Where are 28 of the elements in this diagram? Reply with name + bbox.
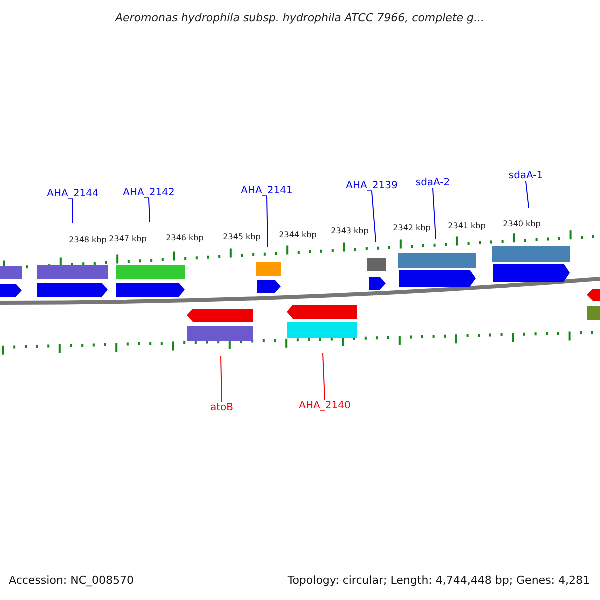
- scale-label: 2347 kbp: [109, 234, 147, 244]
- scale-label: 2346 kbp: [166, 234, 204, 242]
- leader-line: [322, 352, 326, 401]
- gene-label: AHA_2139: [346, 180, 398, 192]
- scale-label: 2348 kbp: [69, 236, 107, 244]
- footer-text: Accession: NC_008570: [9, 574, 134, 587]
- gene-label: sdaA-2: [416, 178, 450, 188]
- leader-line: [148, 198, 150, 222]
- scale-label: 2342 kbp: [393, 224, 431, 232]
- scale-label: 2343 kbp: [331, 226, 369, 236]
- gene-label: AHA_2140: [299, 400, 351, 412]
- leader-line: [526, 181, 530, 208]
- title: Aeromonas hydrophila subsp. hydrophila ATCC 7966, complete g...: [116, 12, 484, 24]
- gene-label: AHA_2141: [241, 186, 293, 196]
- leader-line: [266, 196, 268, 248]
- leader-line: [220, 356, 222, 403]
- gene-label: atoB: [210, 402, 234, 414]
- scale-label: 2344 kbp: [279, 230, 317, 240]
- gene-label: AHA_2142: [123, 188, 175, 198]
- gene-label: sdaA-1: [508, 170, 544, 182]
- scale-label: 2341 kbp: [448, 222, 486, 230]
- leader-line: [72, 199, 74, 224]
- gene-label: AHA_2144: [47, 188, 99, 200]
- footer-text: Topology: circular; Length: 4,744,448 bp; Genes: 4,281: [288, 574, 590, 587]
- scale-label: 2345 kbp: [223, 232, 261, 242]
- leader-line: [372, 191, 376, 242]
- scale-label: 2340 kbp: [503, 220, 541, 228]
- leader-line: [432, 188, 436, 240]
